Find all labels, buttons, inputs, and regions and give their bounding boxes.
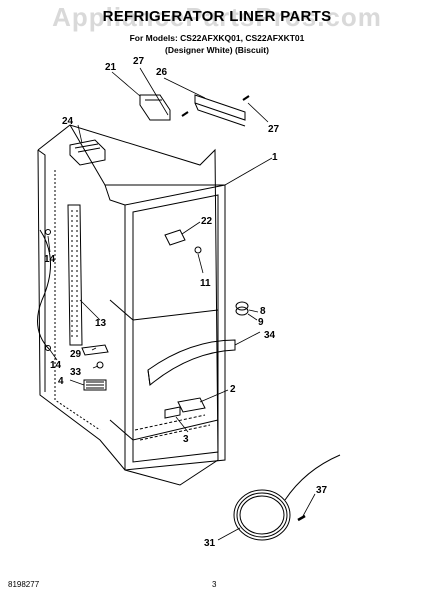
drain-tube xyxy=(37,229,51,351)
screw-14b xyxy=(45,345,51,351)
callout-13: 13 xyxy=(95,318,107,329)
callout-34: 34 xyxy=(264,330,276,341)
callout-1: 1 xyxy=(272,152,278,163)
callout-14b: 14 xyxy=(50,360,62,371)
callout-24: 24 xyxy=(62,116,74,127)
callout-2: 2 xyxy=(230,384,236,395)
bracket-2 xyxy=(177,397,206,413)
heater-4 xyxy=(83,379,107,391)
cover-34 xyxy=(147,339,236,386)
bracket-21 xyxy=(139,94,171,121)
callout-33: 33 xyxy=(70,367,82,378)
screw-27a xyxy=(181,111,189,117)
screw-14a xyxy=(45,229,51,235)
leader-lines xyxy=(47,67,316,541)
page-number: 3 xyxy=(212,580,217,589)
fastener-37 xyxy=(297,514,306,522)
callout-labels: 21 27 26 24 27 1 22 14 11 13 8 9 34 14 2… xyxy=(44,56,328,549)
callout-4: 4 xyxy=(58,376,64,387)
bracket-3 xyxy=(164,406,181,419)
callout-22: 22 xyxy=(201,216,213,227)
model-numbers: For Models: CS22AFXKQ01, CS22AFXKT01 xyxy=(129,33,305,43)
callout-26: 26 xyxy=(156,67,168,78)
callout-9: 9 xyxy=(258,317,264,328)
wire-coil-31 xyxy=(233,454,341,541)
callout-8: 8 xyxy=(260,306,266,317)
callout-27b: 27 xyxy=(268,124,280,135)
liner-body xyxy=(37,124,226,486)
callout-3: 3 xyxy=(183,434,189,445)
screw-27b xyxy=(242,95,250,101)
callout-29: 29 xyxy=(70,349,82,360)
diagram-title: REFRIGERATOR LINER PARTS xyxy=(102,8,332,25)
clip-29 xyxy=(81,344,109,356)
callout-27a: 27 xyxy=(133,56,145,67)
bracket-22 xyxy=(164,229,186,246)
callout-31: 31 xyxy=(204,538,216,549)
screw-11 xyxy=(194,246,202,254)
damper-24 xyxy=(69,139,106,166)
document-number: 8198277 xyxy=(8,580,40,589)
watermark: AppliancePartsPros.com xyxy=(52,2,382,32)
callout-37: 37 xyxy=(316,485,328,496)
rail-26 xyxy=(194,94,246,127)
knob-8 xyxy=(235,301,249,316)
vertical-rail-13 xyxy=(67,204,83,346)
callout-21: 21 xyxy=(105,62,117,73)
color-variants: (Designer White) (Biscuit) xyxy=(165,45,269,55)
callout-14a: 14 xyxy=(44,254,56,265)
callout-11: 11 xyxy=(200,278,211,289)
part-33 xyxy=(96,361,104,369)
